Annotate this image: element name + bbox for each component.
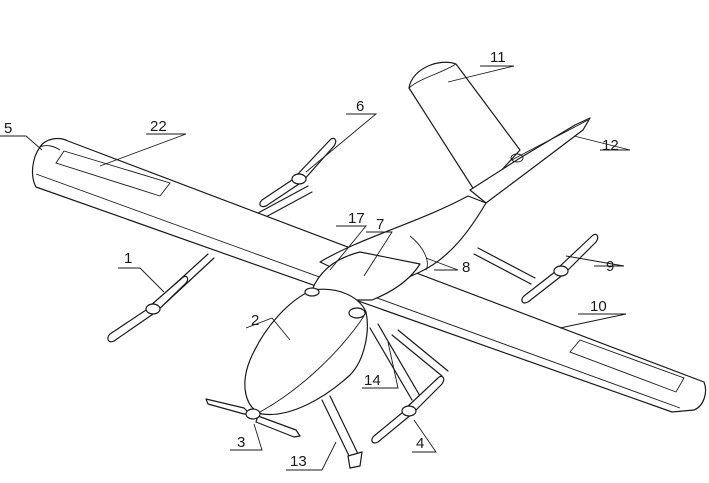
right-rear-boom bbox=[473, 247, 536, 285]
label-6: 6 bbox=[356, 98, 364, 115]
label-4: 4 bbox=[416, 435, 424, 452]
label-14: 14 bbox=[364, 372, 381, 389]
label-8: 8 bbox=[462, 259, 470, 276]
label-17: 17 bbox=[348, 210, 365, 227]
left-rear-boom bbox=[257, 185, 313, 220]
label-9: 9 bbox=[606, 258, 614, 275]
label-13: 13 bbox=[290, 453, 307, 470]
rotor-9 bbox=[521, 233, 599, 304]
label-10: 10 bbox=[590, 298, 607, 315]
tail-boom bbox=[469, 117, 591, 204]
rotor-6 bbox=[259, 137, 337, 208]
label-5: 5 bbox=[4, 120, 12, 137]
label-7: 7 bbox=[376, 216, 384, 233]
landing-strut-front bbox=[321, 395, 363, 469]
wing-root-fairing bbox=[311, 251, 421, 301]
right-front-boom bbox=[369, 323, 421, 401]
leader-lines bbox=[0, 65, 631, 471]
reference-numerals: 1 2 3 4 5 6 7 8 9 10 11 12 13 14 17 22 bbox=[4, 49, 619, 470]
label-2: 2 bbox=[251, 312, 259, 329]
rotor-4 bbox=[371, 375, 445, 444]
rotor-1 bbox=[107, 275, 189, 343]
label-11: 11 bbox=[490, 49, 506, 66]
fuselage-nose bbox=[244, 287, 368, 416]
landing-strut-rear bbox=[391, 329, 449, 377]
label-1: 1 bbox=[124, 250, 132, 267]
label-22: 22 bbox=[150, 118, 167, 135]
label-12: 12 bbox=[602, 137, 619, 154]
right-aileron bbox=[569, 339, 685, 393]
label-3: 3 bbox=[237, 434, 245, 451]
nose-propeller bbox=[205, 398, 301, 438]
vertical-tail bbox=[408, 61, 521, 197]
left-aileron bbox=[55, 150, 171, 197]
